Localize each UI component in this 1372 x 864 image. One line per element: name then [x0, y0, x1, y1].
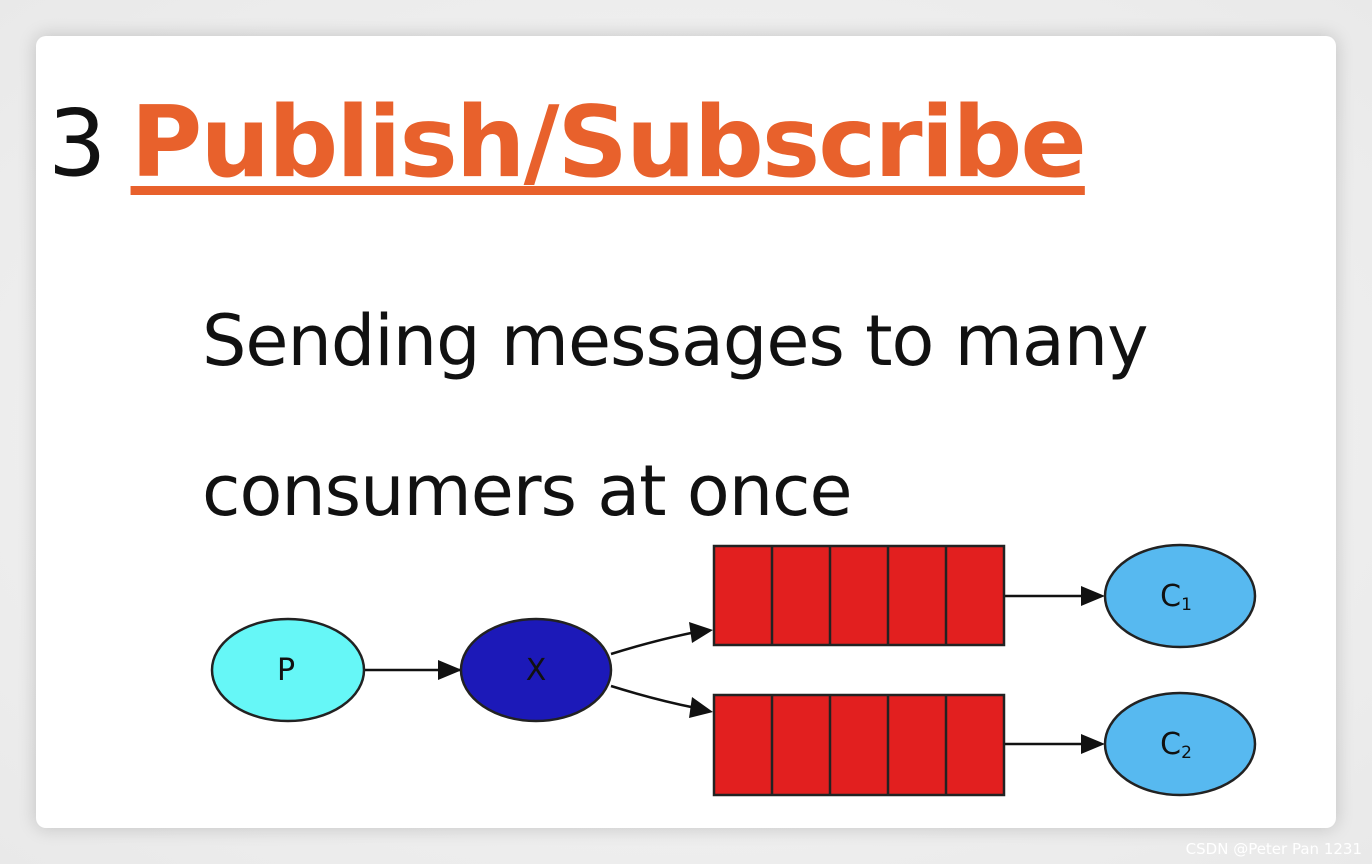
arrowhead-exchange-queue1 [689, 622, 713, 643]
queue-1 [712, 544, 1006, 647]
queue-2 [712, 693, 1006, 797]
arrowhead-exchange-queue2 [689, 697, 713, 718]
arrowhead-producer-exchange [438, 660, 462, 680]
heading-title-link[interactable]: Publish/Subscribe [130, 86, 1087, 200]
edge-exchange-queue1 [610, 630, 697, 656]
producer-node [210, 617, 366, 723]
heading: 3 Publish/Subscribe [48, 42, 1087, 200]
consumer-2-node [1103, 691, 1257, 797]
consumer-2-label: C2 [1160, 727, 1192, 763]
arrowhead-queue2-consumer2 [1081, 734, 1105, 754]
consumer-1-label: C1 [1160, 579, 1192, 615]
consumer-1-letter: C [1160, 579, 1181, 614]
heading-number: 3 [48, 90, 107, 197]
pubsub-diagram: P X C1 [210, 543, 1257, 797]
producer-label: P [277, 653, 295, 688]
arrowhead-queue1-consumer1 [1081, 586, 1105, 606]
consumer-1-subscript: 1 [1181, 595, 1192, 615]
consumer-2-letter: C [1160, 727, 1181, 762]
exchange-label: X [526, 653, 547, 688]
slide-card: 3 Publish/Subscribe Sending messages to … [36, 36, 1336, 828]
exchange-node [459, 617, 613, 723]
consumer-1-node [1103, 543, 1257, 649]
subtitle: Sending messages to many consumers at on… [202, 300, 1149, 532]
consumer-2-subscript: 2 [1181, 743, 1192, 763]
edge-exchange-queue2 [610, 684, 697, 710]
watermark: CSDN @Peter Pan 1231 [1185, 840, 1362, 858]
